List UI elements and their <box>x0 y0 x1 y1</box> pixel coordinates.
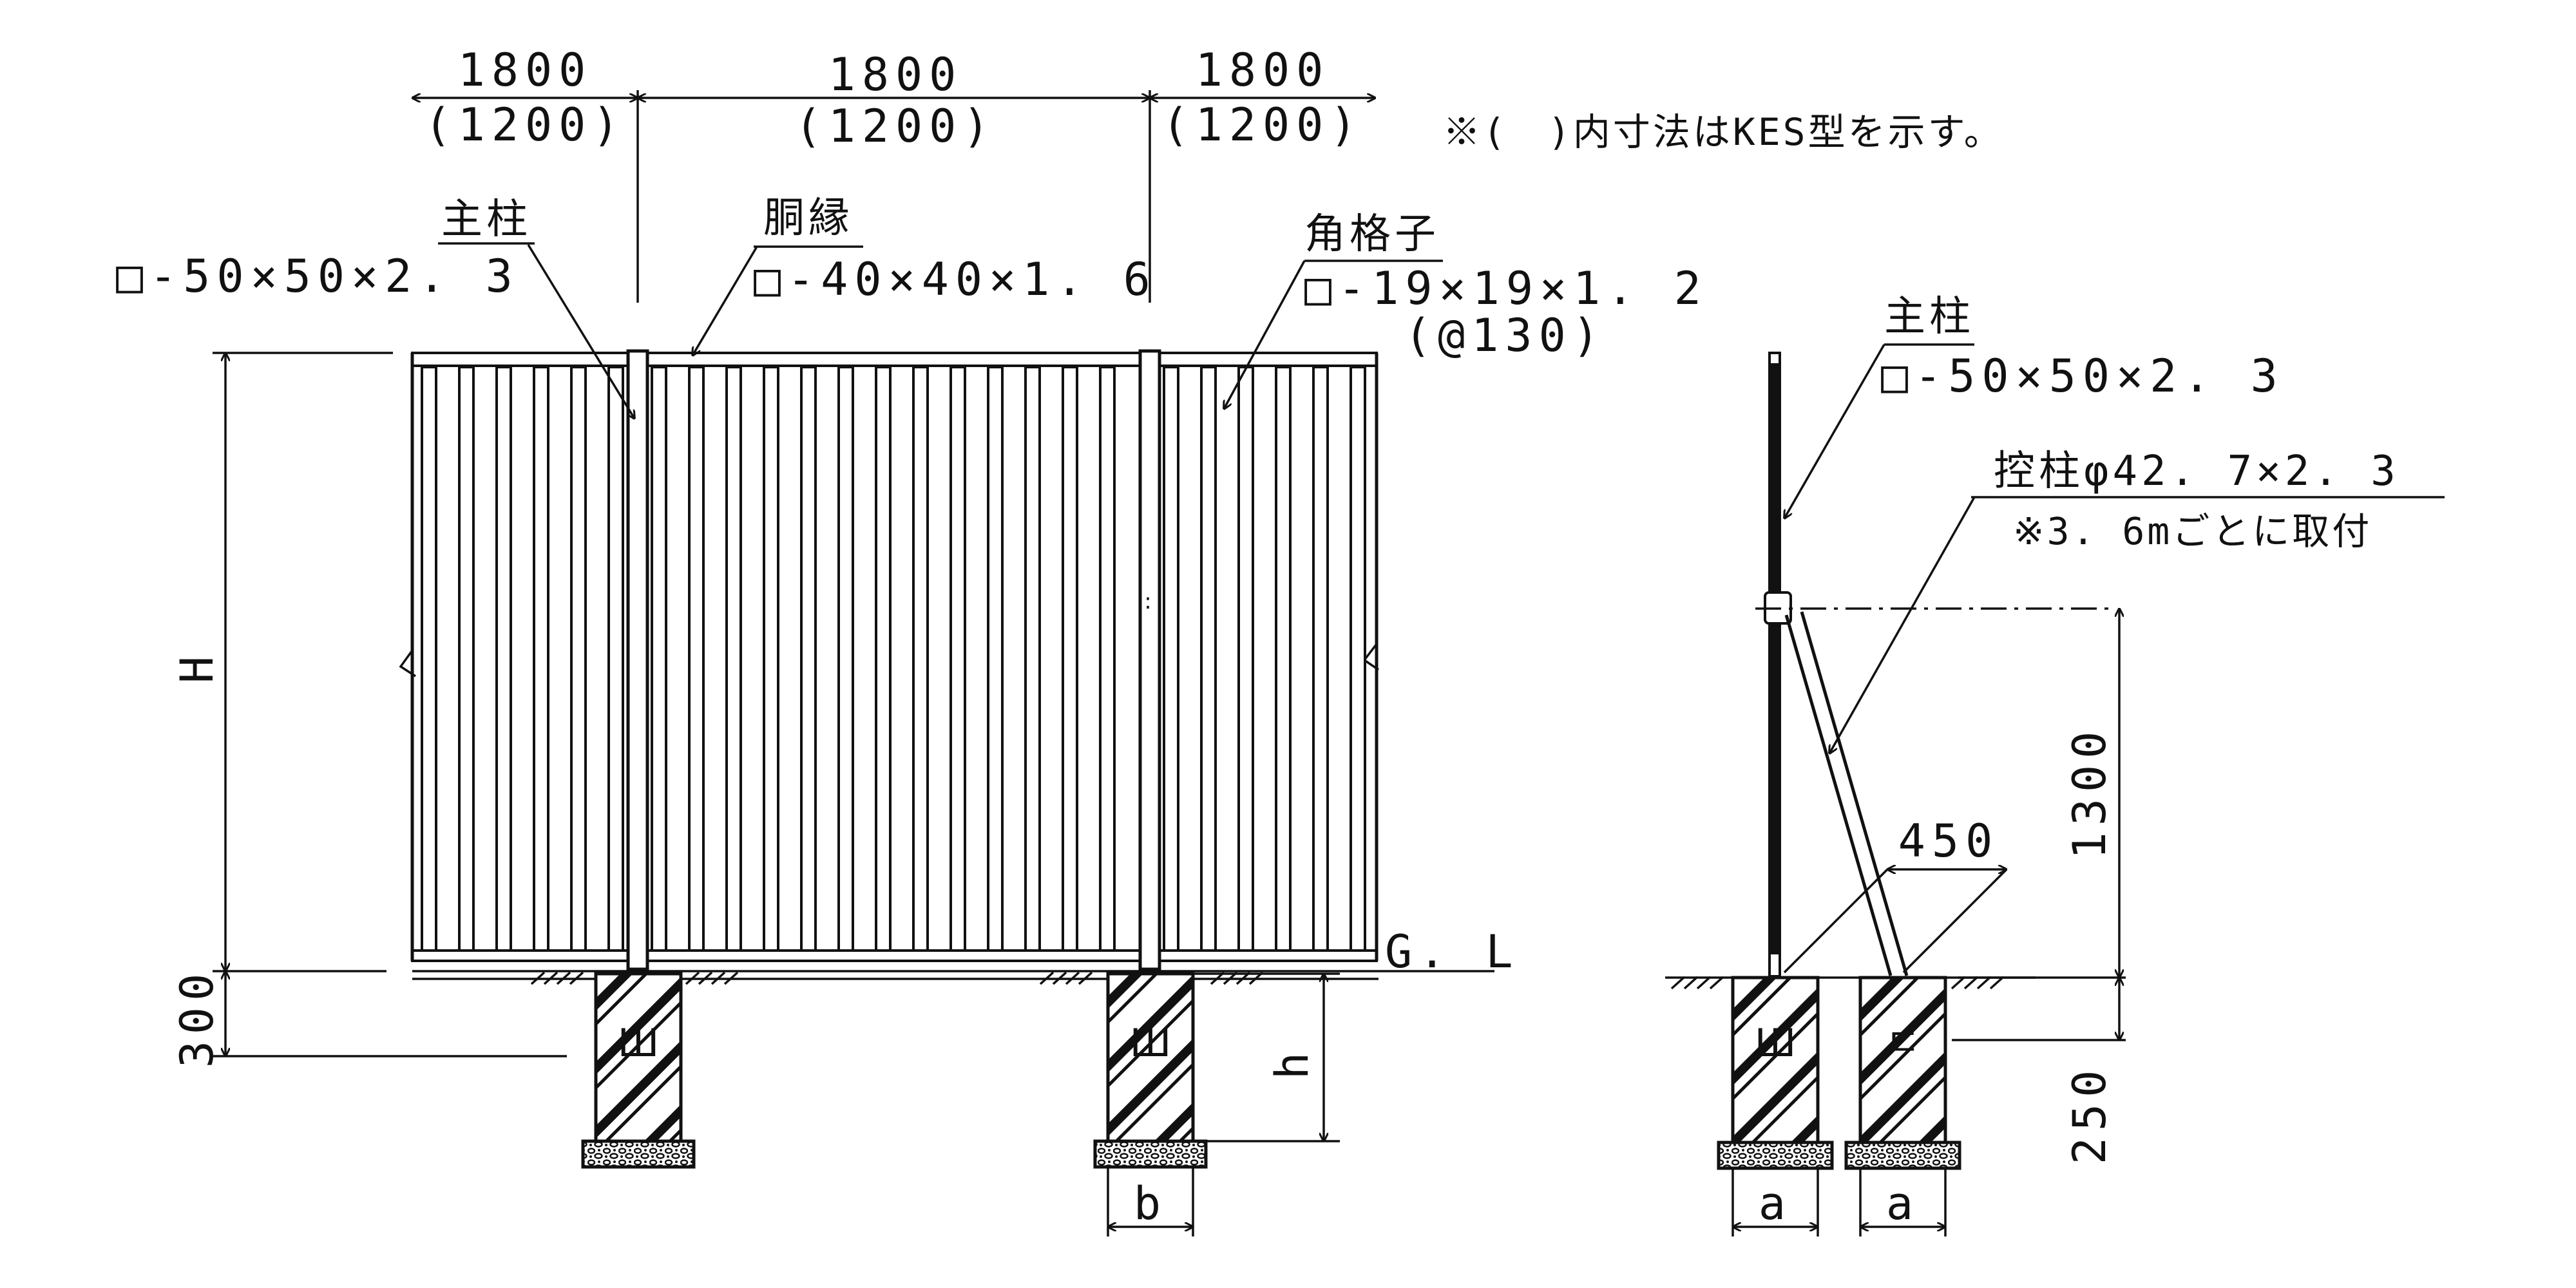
rail-spec: □-40×40×1. 6 <box>754 253 1157 306</box>
lattice-bar <box>1099 366 1116 952</box>
footing-width-label: a <box>1759 1177 1792 1230</box>
svg-text::: : <box>1144 589 1151 614</box>
gl-label: G. L <box>1385 925 1520 978</box>
lattice-bar <box>1275 366 1292 952</box>
side-elevation: Ш ㄷ a a 1300 250 450 主柱 □-50×50×2. 3 控柱φ… <box>1665 293 2445 1236</box>
post-base <box>1768 952 1781 978</box>
height-label: H <box>171 650 224 683</box>
leader-side-main-post <box>1784 344 1885 518</box>
side-footing-main <box>1731 976 1820 1144</box>
lattice-bar <box>607 366 624 952</box>
lattice-bar <box>763 366 779 952</box>
brace-note: ※3. 6mごとに取付 <box>2013 509 2372 553</box>
footing-marker: Ш <box>1130 1021 1171 1066</box>
extension-line <box>1783 868 1889 974</box>
footing-marker: Ш <box>1755 1021 1796 1066</box>
top-rail <box>411 352 1378 367</box>
main-post-left <box>626 349 649 971</box>
footing-marker: ㄷ <box>1885 1021 1920 1066</box>
embed-depth-label: 300 <box>171 967 224 1068</box>
lattice-bar <box>1163 366 1179 952</box>
brace-spec: 控柱φ42. 7×2. 3 <box>1994 448 2399 495</box>
lattice-spec: □-19×19×1. 2 <box>1304 262 1708 315</box>
dim-top-1-main: 1800 <box>458 44 593 97</box>
side-gravel-brace <box>1844 1141 1961 1170</box>
footing-width-label: b <box>1134 1177 1167 1230</box>
lattice-bar <box>725 366 742 952</box>
main-post-name: 主柱 <box>441 196 531 243</box>
lattice-bars <box>421 366 1366 952</box>
side-footing-brace <box>1858 976 1947 1144</box>
lattice-bar <box>1312 366 1329 952</box>
lattice-bar <box>1024 366 1041 952</box>
ground-hatch <box>1951 976 2005 990</box>
lattice-bar <box>987 366 1004 952</box>
main-post-spec: □-50×50×2. 3 <box>116 250 519 303</box>
leader-brace <box>1829 497 1976 753</box>
lattice-bar <box>875 366 892 952</box>
dim-top-3-sub: (1200) <box>1162 99 1364 151</box>
bottom-rail <box>411 949 1378 962</box>
extension-line <box>1902 868 2008 974</box>
brace-line-a <box>1784 614 1893 976</box>
lattice-bar <box>651 366 667 952</box>
kes-note: ※( )内寸法はKES型を示す。 <box>1443 110 2004 154</box>
side-main-post-spec: □-50×50×2. 3 <box>1881 350 2284 402</box>
side-main-post-name: 主柱 <box>1884 293 1974 341</box>
lattice-bar <box>949 366 966 952</box>
footing-left <box>594 972 683 1143</box>
main-post-side <box>1768 365 1781 965</box>
lattice-bar <box>1237 366 1254 952</box>
gravel-base-right <box>1093 1139 1208 1169</box>
lattice-name: 角格子 <box>1304 211 1440 258</box>
lattice-bar <box>1350 366 1366 952</box>
dim-1300-label: 1300 <box>2063 725 2116 860</box>
ground-hatch <box>530 971 1264 985</box>
lattice-bar <box>533 366 549 952</box>
rail-name: 胴縁 <box>763 194 854 242</box>
dim-top-2-main: 1800 <box>828 48 963 101</box>
side-gravel-main <box>1717 1141 1834 1170</box>
lattice-bar <box>458 366 475 952</box>
ground-hatch <box>1670 976 1724 990</box>
front-elevation: : Ш Ш H 300 h <box>116 194 1708 1236</box>
lattice-bar <box>495 366 512 952</box>
footing-depth-label: h <box>1266 1046 1319 1079</box>
lattice-bar <box>421 366 437 952</box>
break-mark-left <box>399 649 416 677</box>
top-dimension-group: 1800 (1200) 1800 (1200) 1800 (1200) ※( )… <box>412 44 2004 303</box>
lattice-pitch: (@130) <box>1404 309 1606 362</box>
main-post-right <box>1138 349 1161 971</box>
lattice-bar <box>1200 366 1217 952</box>
lattice-bar <box>837 366 854 952</box>
dim-top-3-main: 1800 <box>1196 44 1330 97</box>
dim-250-label: 250 <box>2063 1064 2116 1164</box>
gravel-base-left <box>581 1139 696 1169</box>
leader-rail <box>692 246 758 355</box>
lattice-bar <box>570 366 587 952</box>
lattice-bar <box>800 366 817 952</box>
footing-marker: Ш <box>618 1021 659 1066</box>
leader-main-post <box>527 244 634 419</box>
lattice-bar <box>688 366 705 952</box>
leader-lattice <box>1224 260 1306 409</box>
footing-width-label: a <box>1886 1177 1920 1230</box>
lattice-bar <box>912 366 929 952</box>
brace-line-b <box>1800 611 1909 976</box>
lattice-bar <box>1062 366 1078 952</box>
dim-top-2-sub: (1200) <box>795 100 997 153</box>
dim-450-label: 450 <box>1898 815 1999 867</box>
dim-top-1-sub: (1200) <box>425 99 626 151</box>
post-cap <box>1768 352 1781 366</box>
